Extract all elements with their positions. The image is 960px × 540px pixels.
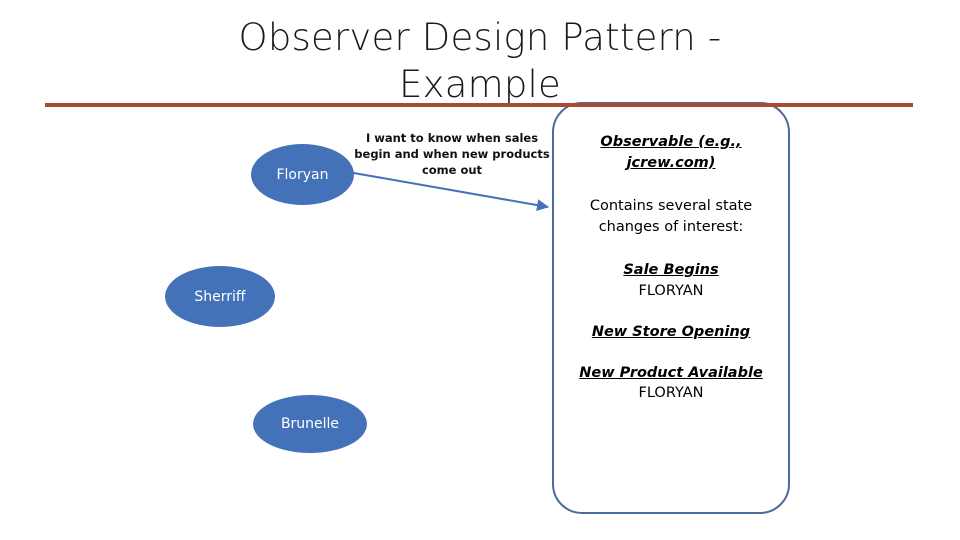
observer-label-sherriff: Sherriff (194, 288, 246, 305)
state-change-subscriber: FLORYAN (638, 282, 704, 299)
observer-node-brunelle[interactable]: Brunelle (253, 395, 367, 453)
observable-subtitle-line-2: changes of interest: (598, 218, 744, 235)
observer-label-floryan: Floryan (276, 166, 329, 183)
title-divider-rule (45, 103, 913, 107)
page-title-line-1: Observer Design Pattern - (238, 16, 722, 59)
state-list-spacer (560, 343, 782, 364)
connector-arrow-floryan-to-observable (347, 171, 549, 212)
request-line-1: I want to know when sales (365, 131, 539, 145)
page-title: Observer Design Pattern - Example (150, 14, 810, 109)
observer-label-brunelle: Brunelle (280, 416, 340, 432)
observable-subtitle: Contains several state changes of intere… (560, 196, 782, 237)
state-change-name: Sale Begins (623, 262, 719, 278)
state-list-spacer (560, 301, 782, 323)
state-change-item: New Product Available FLORYAN (560, 364, 782, 404)
state-change-name: New Product Available (579, 364, 763, 381)
request-line-2: begin and when new products (354, 146, 550, 161)
state-change-name: New Store Opening (591, 324, 751, 341)
observer-request-caption: I want to know when sales begin and when… (352, 131, 552, 179)
page-title-line-2: Example (399, 63, 561, 107)
observable-heading: Observable (e.g., jcrew.com) (560, 132, 782, 173)
observer-node-floryan[interactable]: Floryan (251, 144, 354, 205)
observer-node-sherriff[interactable]: Sherriff (165, 266, 275, 327)
observable-subtitle-line-1: Contains several state (589, 198, 753, 214)
request-line-3: come out (421, 162, 483, 177)
state-change-subscriber: FLORYAN (638, 385, 704, 402)
state-change-item: New Store Opening (560, 323, 782, 343)
observable-heading-line-1: Observable (e.g., (600, 134, 742, 150)
observable-heading-line-2: jcrew.com) (626, 154, 716, 171)
state-change-list: Sale Begins FLORYAN New Store Opening Ne… (560, 261, 782, 404)
state-change-item: Sale Begins FLORYAN (560, 261, 782, 301)
